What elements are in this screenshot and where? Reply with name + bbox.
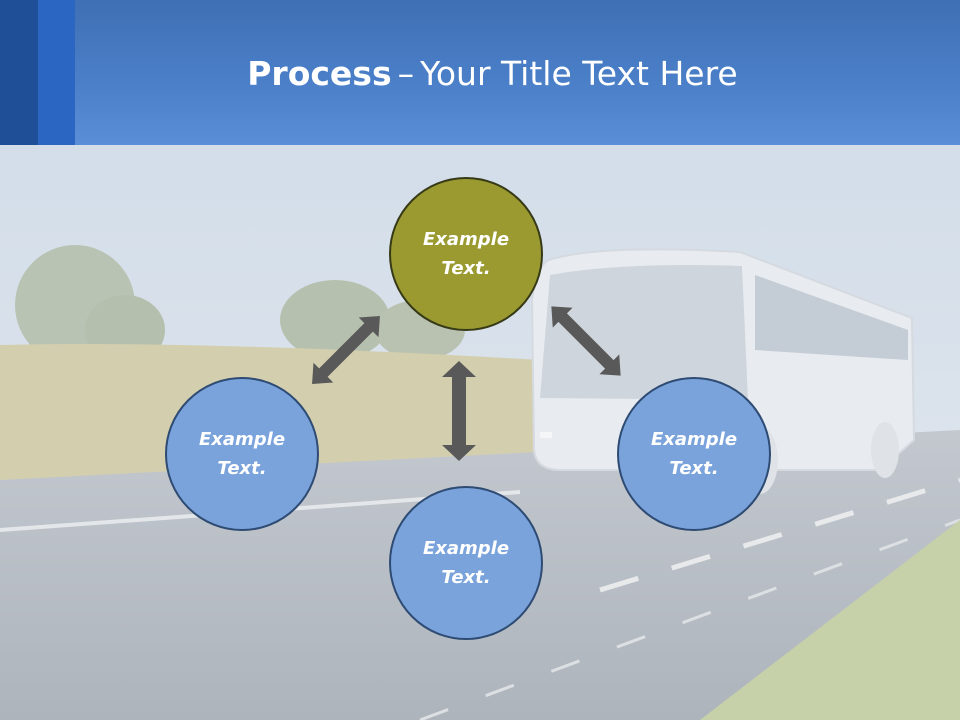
header-band (0, 0, 960, 145)
title-text: Your Title Text Here (420, 54, 738, 93)
slide-title: Process–Your Title Text Here (0, 52, 960, 96)
process-node-bottom: Example Text. (389, 486, 543, 640)
double-arrow-vertical-icon (442, 361, 476, 461)
node-label: Example Text. (422, 538, 510, 588)
process-node-right: Example Text. (617, 377, 771, 531)
title-bold: Process (247, 54, 392, 93)
double-arrow-diagonal-left-icon (312, 316, 380, 384)
process-node-top: Example Text. (389, 177, 543, 331)
process-node-left: Example Text. (165, 377, 319, 531)
node-label: Example Text. (198, 429, 286, 479)
double-arrow-diagonal-right-icon (551, 306, 621, 376)
title-separator: – (397, 54, 415, 93)
node-label: Example Text. (422, 229, 510, 279)
node-label: Example Text. (650, 429, 738, 479)
header-accent-bar (38, 0, 75, 145)
header-accent-bar (0, 0, 38, 145)
